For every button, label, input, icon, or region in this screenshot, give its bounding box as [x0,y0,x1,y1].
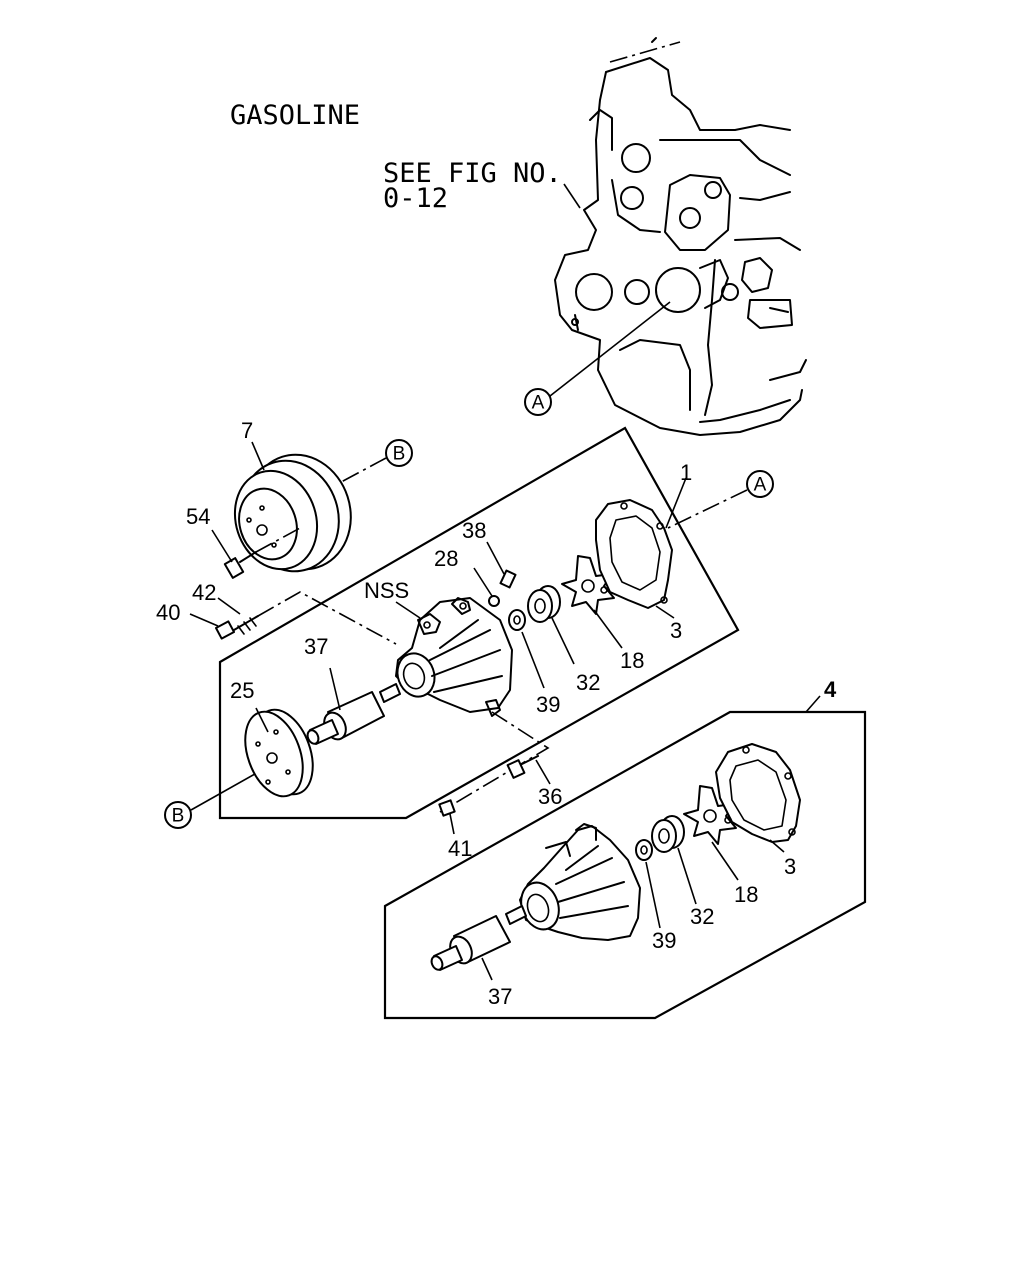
pump-body-assembly-4 [519,823,641,941]
label-part-37-assembly-4: 37 [488,984,512,1009]
label-part-36: 36 [538,784,562,809]
stud-part-42 [233,615,259,635]
washer-part-39 [508,609,526,631]
see-fig-number: 0-12 [383,183,448,214]
label-part-38: 38 [462,518,486,543]
label-nss: NSS [364,578,409,603]
leader-lines [189,441,785,981]
label-part-37: 37 [304,634,328,659]
svg-text:B: B [172,806,185,827]
label-part-39-assembly-4: 39 [652,928,676,953]
washer-assembly-4 [635,839,653,861]
label-part-39: 39 [536,692,560,717]
assembly-1-frame [218,426,740,820]
impeller-assembly-4 [683,785,737,845]
leader-part-4 [805,695,821,713]
bolt-part-54 [223,551,257,579]
label-part-18: 18 [620,648,644,673]
nut-part-40 [215,620,235,640]
label-part-1: 1 [680,460,692,485]
centerline-stud [257,591,397,645]
plug-part-28 [488,595,500,607]
see-fig-leader [563,183,581,209]
label-part-32: 32 [576,670,600,695]
label-part-25: 25 [230,678,254,703]
hub-part-25 [244,708,314,798]
leader-part-1 [665,477,687,529]
label-part-28: 28 [434,546,458,571]
label-part-42: 42 [192,580,216,605]
pump-body-drawing [395,597,513,717]
label-part-7: 7 [241,418,253,443]
label-part-18-assembly-4: 18 [734,882,758,907]
assembly-4-frame [383,710,867,1020]
label-part-41: 41 [448,836,472,861]
centerline-bolt-54 [255,527,301,553]
pulley-part-7 [233,453,352,573]
gasket-part-3 [595,499,673,609]
shaft-assembly-4 [430,905,527,971]
seal-part-32 [527,585,561,623]
callout-a-engine: A [524,388,552,416]
label-part-3: 3 [670,618,682,643]
label-part-40: 40 [156,600,180,625]
svg-text:A: A [532,393,545,414]
label-part-3-assembly-4: 3 [784,854,796,879]
title-gasoline: GASOLINE [230,100,360,131]
engine-block-drawing [554,37,807,436]
centerline-b-pulley [329,457,387,489]
shaft-part-37 [306,683,401,745]
centerline-a-gasket [667,489,748,529]
leader-b-hub [190,769,263,811]
leader-a-engine [549,301,671,397]
see-fig-text: SEE FIG NO. [383,158,562,189]
bolt-part-36 [506,755,539,779]
centerline-pump-lower [439,711,550,813]
impeller-part-18 [561,555,615,615]
seal-assembly-4 [651,815,685,853]
svg-text:A: A [754,475,767,496]
callout-b-hub: B [164,801,192,829]
label-part-54: 54 [186,504,210,529]
nut-part-41 [438,799,456,817]
svg-text:B: B [393,444,406,465]
gasket-assembly-4 [715,743,801,843]
label-part-32-assembly-4: 32 [690,904,714,929]
bolt-part-38 [499,569,517,589]
callout-b-pulley: B [385,439,413,467]
label-part-4: 4 [824,677,837,702]
callout-a-gasket: A [746,470,774,498]
